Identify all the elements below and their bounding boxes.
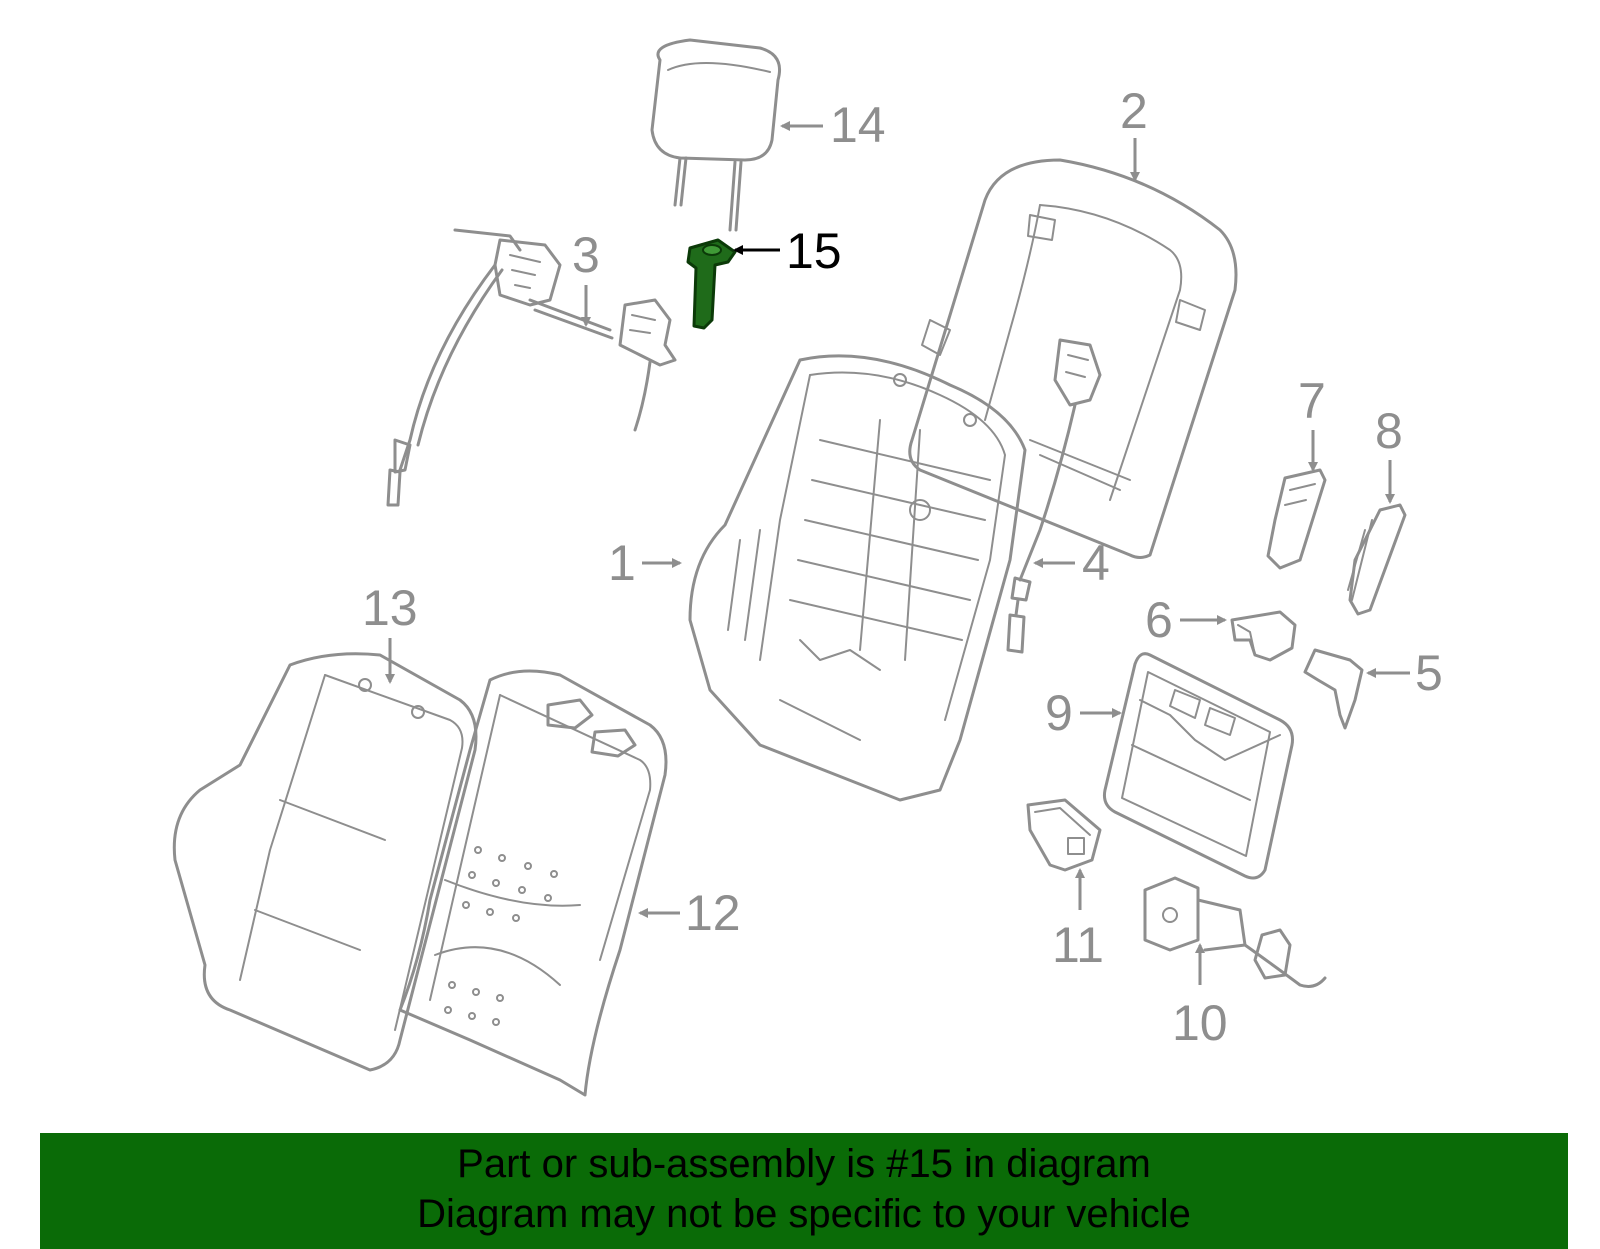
banner-line-part-number: Part or sub-assembly is #15 in diagram [457,1142,1151,1186]
callout-arrows [385,121,1410,985]
trim-piece-6-part[interactable] [1230,610,1297,662]
callout-12: 12 [685,885,741,941]
banner-line-disclaimer: Diagram may not be specific to your vehi… [417,1192,1191,1236]
motor-part[interactable] [1143,876,1327,988]
seat-back-cable-part[interactable] [1006,338,1102,654]
trim-piece-5-part[interactable] [1303,648,1364,730]
callout-3: 3 [572,227,600,283]
info-banner: Part or sub-assembly is #15 in diagram D… [40,1133,1568,1249]
callout-6: 6 [1145,592,1173,648]
parts-diagram: 14 2 15 3 1 4 7 8 6 5 9 11 10 12 13 [172,38,1443,1097]
rear-cover-panel-part[interactable] [1103,652,1294,880]
seat-back-panel-part[interactable] [908,158,1238,559]
callout-labels: 14 2 15 3 1 4 7 8 6 5 9 11 10 12 13 [362,83,1443,1051]
callout-7: 7 [1298,373,1326,429]
callout-4: 4 [1082,535,1110,591]
headrest-guide-part[interactable] [686,238,737,330]
rear-back-cover-part[interactable] [172,652,478,1072]
callout-15: 15 [786,223,842,279]
headrest-part[interactable] [650,38,781,232]
seat-back-frame-part[interactable] [688,354,1027,802]
lumbar-cable-part[interactable] [386,228,677,507]
callout-11: 11 [1052,917,1104,973]
callout-14: 14 [830,97,886,153]
switch-part[interactable] [1026,798,1102,872]
callout-10: 10 [1172,995,1228,1051]
callout-13: 13 [362,580,418,636]
callout-8: 8 [1375,403,1403,459]
callout-9: 9 [1045,685,1073,741]
callout-1: 1 [608,535,636,591]
callout-2: 2 [1120,83,1148,139]
seat-back-cover-part[interactable] [398,669,668,1097]
callout-5: 5 [1415,645,1443,701]
trim-piece-7-part[interactable] [1266,468,1327,570]
trim-piece-8-part[interactable] [1347,503,1407,616]
